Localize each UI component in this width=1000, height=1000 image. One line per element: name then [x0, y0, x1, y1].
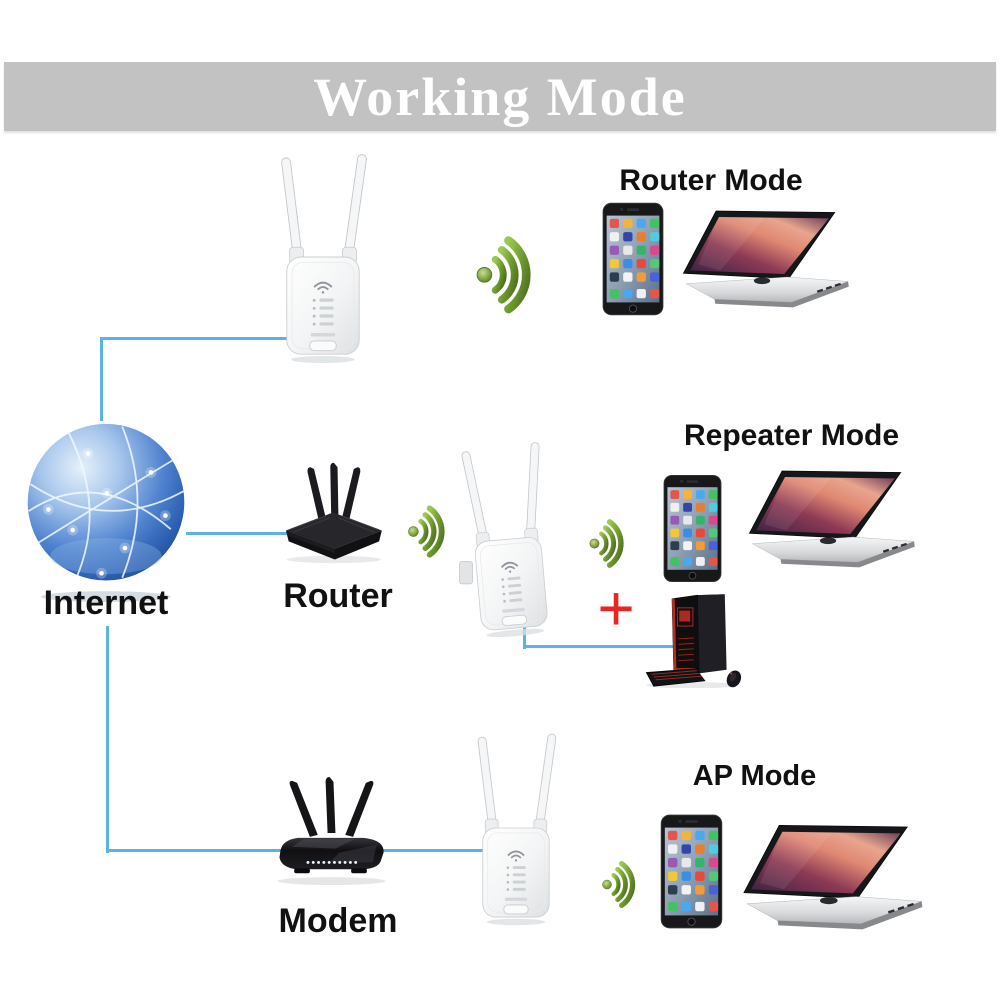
page-title: Working Mode: [313, 66, 687, 127]
laptop-1: [676, 202, 854, 312]
cable-internet-to-repeater1-v: [100, 337, 103, 421]
smartphone-2: [663, 473, 722, 584]
laptop-3: [736, 812, 928, 938]
router-mode-label: Router Mode: [619, 164, 803, 197]
repeater-mode-label: Repeater Mode: [683, 419, 900, 452]
ap-mode-label: AP Mode: [692, 760, 817, 792]
desktop-pc: [644, 586, 750, 688]
repeater-device-1: [270, 150, 376, 364]
wifi-signal-icon-1: [468, 228, 550, 320]
modem-device: [266, 776, 398, 886]
smartphone-1: [602, 202, 664, 316]
cable-internet-to-modem-v: [106, 626, 109, 853]
banner: Working Mode: [4, 62, 996, 131]
repeater-device-2: [459, 437, 558, 642]
wifi-signal-icon-4: [596, 856, 648, 912]
wall-plug: [459, 561, 473, 585]
wifi-signal-icon-3: [584, 514, 636, 572]
laptop-2: [742, 460, 920, 574]
cable-internet-to-router: [186, 532, 288, 535]
router-label: Router: [283, 577, 393, 615]
cable-internet-to-repeater1-h: [100, 337, 315, 340]
wifi-signal-icon-2: [402, 500, 458, 562]
internet-label: Internet: [43, 584, 169, 622]
cable-repeater2-to-pc-h: [523, 645, 678, 648]
router-device: [274, 460, 392, 564]
repeater-device-3: [464, 730, 568, 926]
modem-label: Modem: [278, 902, 398, 940]
smartphone-3: [660, 814, 723, 929]
internet-globe-icon: [16, 412, 196, 604]
plus-icon: +: [597, 572, 635, 644]
